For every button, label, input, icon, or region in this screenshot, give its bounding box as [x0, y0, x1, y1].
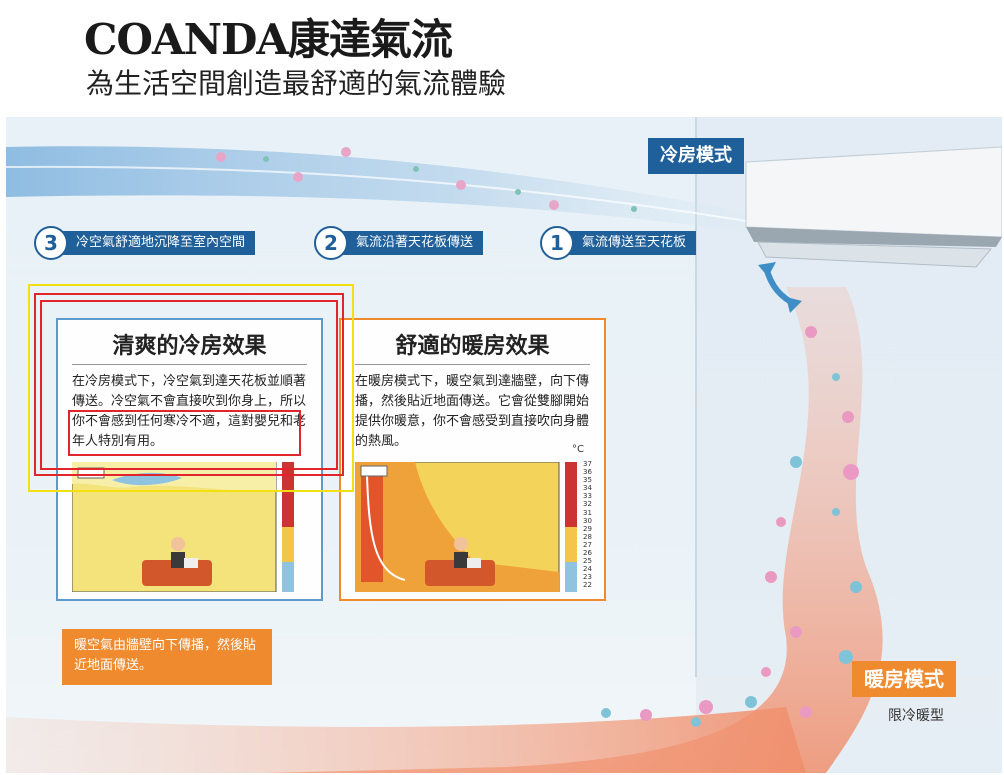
scale-tick: 22: [583, 581, 592, 590]
temperature-scale: [282, 462, 294, 592]
person-on-sofa-icon: [142, 537, 212, 586]
scale-unit: °C: [572, 444, 584, 455]
scale-tick: 27: [583, 540, 592, 549]
step-number: 1: [540, 226, 574, 260]
divider: [355, 364, 590, 365]
highlight-box-red-text: [68, 410, 301, 456]
scale-tick: 34: [583, 484, 592, 493]
page-subtitle: 為生活空間創造最舒適的氣流體驗: [86, 67, 507, 100]
scale-tick: 32: [583, 500, 592, 509]
scale-tick: 37: [583, 460, 592, 468]
scale-tick: 28: [583, 532, 592, 541]
air-conditioner-icon: [745, 146, 1002, 268]
card-body: 在冷房模式下，冷空氣到達天花板並順著傳送。冷空氣不會直接吹到你身上，所以你不會感…: [72, 374, 307, 449]
heat-mode-label: 暖房模式: [852, 661, 956, 697]
scale-tick: 23: [583, 573, 592, 582]
step-2: 2 氣流沿著天花板傳送: [314, 226, 484, 260]
card-body: 在暖房模式下，暖空氣到達牆壁，向下傳播，然後貼近地面傳送。它會從雙腳開始提供你暖…: [355, 374, 590, 449]
highlight-box-yellow: [28, 284, 354, 492]
page-title: COANDA康達氣流: [84, 15, 453, 64]
step-text: 氣流傳送至天花板: [568, 231, 697, 255]
step-number: 2: [314, 226, 348, 260]
highlight-box-red-outer: [34, 293, 344, 476]
cool-mode-label: 冷房模式: [648, 138, 744, 174]
step-1: 1 氣流傳送至天花板: [540, 226, 697, 260]
step-3: 3 冷空氣舒適地沉降至室內空間: [34, 226, 256, 260]
swing-arrow-icon: [758, 262, 802, 313]
scale-tick: 30: [583, 516, 592, 525]
cool-temperature-map: [72, 462, 294, 592]
heat-mode-note: 限冷暖型: [888, 708, 944, 724]
scale-tick: 31: [583, 508, 592, 517]
temperature-scale: [565, 462, 577, 592]
person-on-sofa-icon: [425, 537, 495, 586]
card-title: 清爽的冷房效果: [112, 334, 267, 359]
step-text: 氣流沿著天花板傳送: [342, 231, 484, 255]
scale-tick: 35: [583, 476, 592, 485]
scale-tick: 25: [583, 557, 592, 566]
warm-temperature-map: [355, 462, 577, 592]
step-text: 冷空氣舒適地沉降至室內空間: [62, 231, 256, 255]
step-number: 3: [34, 226, 68, 260]
scale-tick: 29: [583, 524, 592, 533]
scale-tick: 36: [583, 468, 592, 477]
airflow-particles: [216, 147, 862, 727]
scale-tick: 24: [583, 565, 592, 574]
card-title: 舒適的暖房效果: [395, 334, 550, 359]
highlight-box-red-inner: [40, 300, 338, 470]
scale-tick: 26: [583, 549, 592, 558]
scale-tick: 33: [583, 492, 592, 501]
cool-effect-card: 清爽的冷房效果 在冷房模式下，冷空氣到達天花板並順著傳送。冷空氣不會直接吹到你身…: [56, 318, 323, 601]
airflow-background: [6, 117, 1002, 773]
heat-tip-box: 暖空氣由牆壁向下傳播，然後貼近地面傳送。: [62, 629, 272, 685]
divider: [72, 364, 307, 365]
warm-effect-card: 舒適的暖房效果 在暖房模式下，暖空氣到達牆壁，向下傳播，然後貼近地面傳送。它會從…: [339, 318, 606, 601]
